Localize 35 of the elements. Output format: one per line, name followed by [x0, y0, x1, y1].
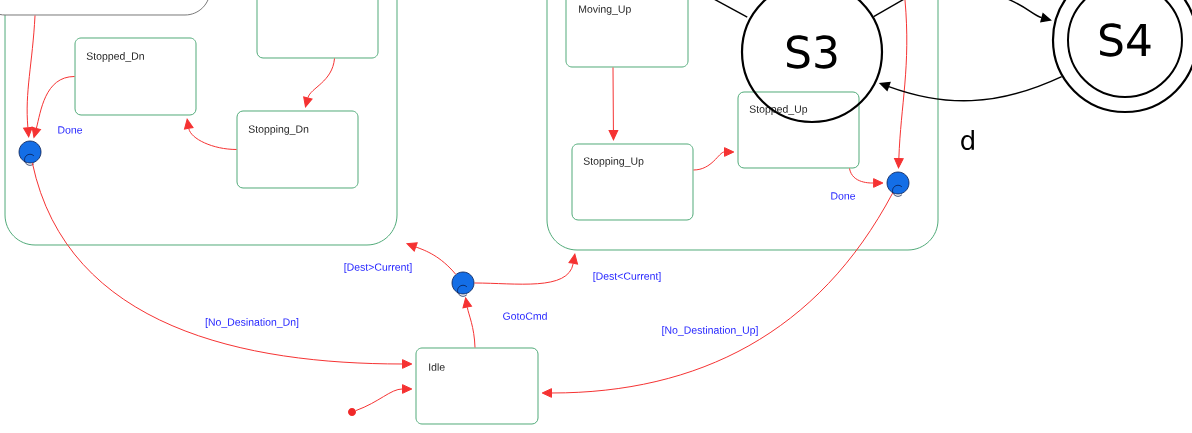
arrow — [608, 67, 619, 141]
edge-label: d — [958, 128, 978, 152]
arrow — [303, 58, 335, 108]
arrow — [31, 162, 413, 369]
line — [872, 0, 905, 18]
arrow — [23, 15, 36, 138]
superstate-box — [4, 0, 398, 246]
arrow — [849, 168, 884, 188]
edge-label: Done — [56, 125, 84, 135]
arrow — [406, 242, 457, 275]
junction-circle — [886, 171, 910, 197]
arrow — [894, 0, 908, 169]
junction-circle — [18, 140, 42, 166]
superstate-box — [546, 0, 939, 251]
edge-label: [Dest>Current] — [342, 262, 414, 274]
arrow — [184, 118, 237, 150]
state-box — [0, 0, 211, 16]
edge-label: [No_Desination_Dn] — [204, 317, 300, 329]
edge-label: Done — [829, 191, 857, 201]
state-box: Moving_Up — [565, 0, 689, 68]
edge-label: GotoCmd — [501, 311, 549, 321]
edge-label: [No_Destination_Up] — [660, 325, 760, 337]
arrow — [473, 253, 579, 285]
state-box: Idle — [415, 347, 539, 425]
state-box: Stopping_Dn — [236, 110, 359, 189]
state-box — [256, 0, 379, 59]
junction-circle — [451, 271, 475, 297]
arrow — [541, 192, 894, 398]
edge-label: [Dest<Current] — [591, 271, 663, 283]
state-box: Stopped_Dn — [74, 37, 197, 116]
state-box: Stopping_Up — [571, 143, 694, 221]
arrow — [355, 384, 413, 412]
arrow — [31, 76, 75, 138]
arrow — [462, 297, 476, 348]
arrow — [693, 147, 735, 171]
